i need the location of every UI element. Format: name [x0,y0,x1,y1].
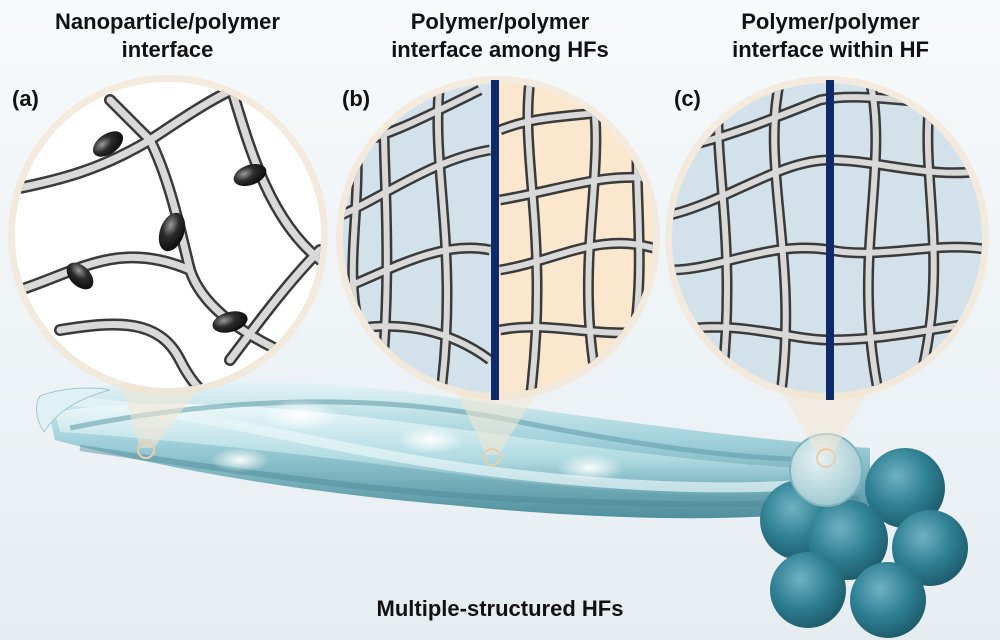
panel-c-title-line-1: Polymer/polymer [741,9,920,34]
panel-c-title: Polymer/polymer interface within HF [668,8,993,64]
panel-a-title-line-1: Nanoparticle/polymer [55,9,280,34]
fiber-glow [210,448,270,472]
fiber-glow [262,399,338,431]
nanoparticle [212,311,248,333]
interface-divider-c [826,80,834,400]
panel-b-title: Polymer/polymer interface among HFs [335,8,665,64]
panel-c-title-line-2: interface within HF [732,37,929,62]
panel-a-title-line-2: interface [121,37,214,62]
panel-b-title-line-1: Polymer/polymer [410,9,590,34]
bundle-cell [850,562,926,638]
fiber-glow [396,426,464,454]
bundle-cell [892,510,968,586]
fiber-strand-3 [59,395,841,493]
nanoparticle [92,131,124,157]
panel-a-title: Nanoparticle/polymer interface [5,8,330,64]
nanoparticle [158,212,186,252]
fiber-tip [36,387,111,433]
panel-c-label: (c) [674,86,701,111]
bundle-cross-section [760,433,968,638]
zoom-cone-a [120,380,205,448]
zoom-cone-b [455,388,540,455]
fiber-bundle [36,380,968,638]
panel-b-circle [336,76,660,400]
panel-a-circle [8,75,328,395]
zoom-spot-c [816,448,836,468]
zoom-spot-a [137,441,155,459]
zoom-spot-b [483,448,501,466]
polymer-chains-a [15,84,321,388]
nanoparticle [66,262,94,290]
panel-a-label: (a) [12,86,39,111]
zoom-cone-c [780,388,870,455]
zoom-connectors [120,380,870,468]
bundle-cell [865,448,945,528]
interface-divider-b [491,80,499,400]
panel-b-label: (b) [342,86,371,111]
nanoparticle [233,163,267,187]
bundle-cell [770,552,846,628]
panel-b-title-line-2: interface among HFs [391,37,609,62]
fiber-glow [556,454,624,482]
panel-c-circle [665,76,989,400]
bottom-caption: Multiple-structured HFs [376,596,624,621]
